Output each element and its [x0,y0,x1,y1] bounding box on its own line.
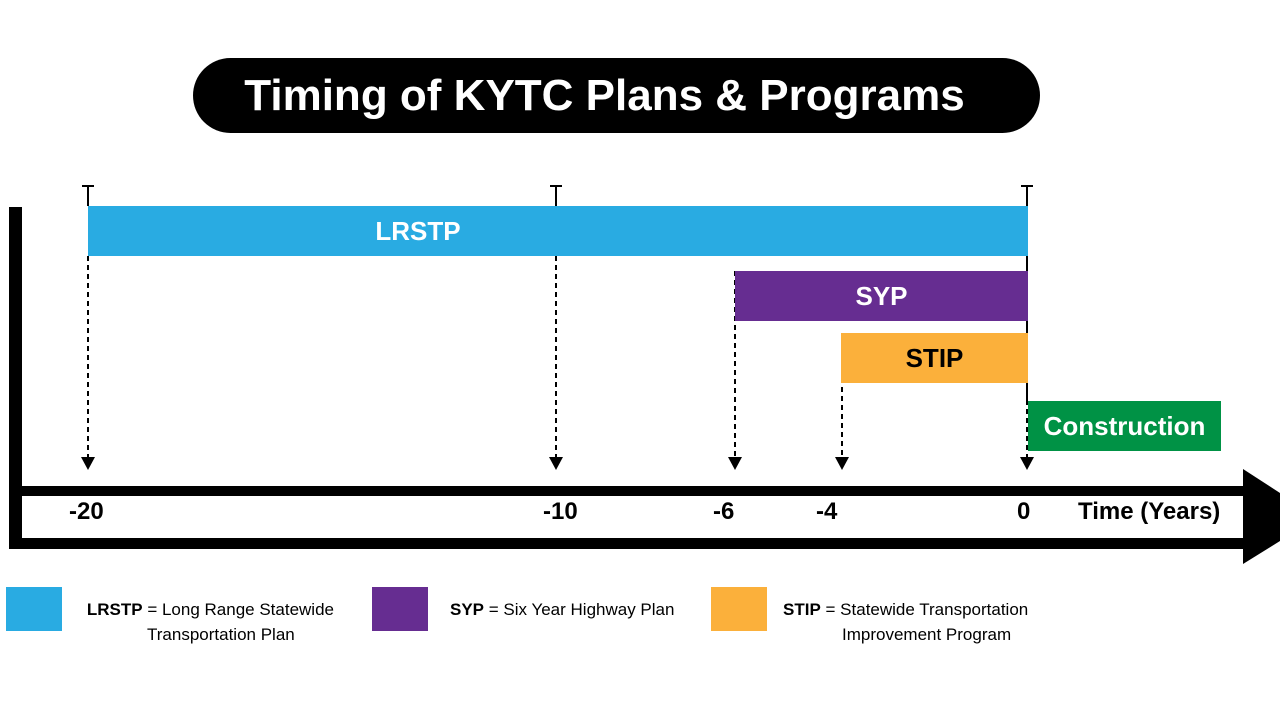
drop-line-neg10 [549,256,563,470]
legend-syp-desc1: Six Year Highway Plan [503,600,675,619]
legend-stip-desc1: Statewide Transportation [840,600,1029,619]
syp-bar-label: SYP [855,280,908,311]
legend-stip-abbr: STIP [783,600,821,619]
legend-item-stip: STIP = Statewide Transportation Improvem… [783,597,1028,647]
construction-bar-label: Construction [1043,410,1206,441]
horizontal-axis-top [9,486,1249,496]
drop-line-zero [1020,400,1034,470]
legend-lrstp-desc2: Transportation Plan [147,625,295,644]
stip-bar-label: STIP [905,342,964,373]
tick-label-neg20: -20 [69,498,104,525]
legend-syp-line1: SYP = Six Year Highway Plan [450,597,674,622]
tick-label-neg10: -10 [543,498,578,525]
axis-arrowhead [1243,469,1280,564]
legend-lrstp-desc1: Long Range Statewide [161,600,334,619]
drop-line-neg20 [81,256,95,470]
construction-bar: Construction [1028,401,1221,451]
legend-lrstp-abbr: LRSTP [86,600,143,619]
syp-bar: SYP [735,271,1028,321]
stip-bar: STIP [841,333,1028,383]
lrstp-bar: LRSTP [88,206,1028,256]
tick-label-neg4: -4 [816,498,838,525]
legend-syp-sep: = [484,600,504,619]
tick-label-neg6: -6 [713,498,735,525]
legend-swatch-stip [711,587,767,631]
legend-item-syp: SYP = Six Year Highway Plan [450,597,674,622]
legend-swatch-syp [372,587,428,631]
vertical-axis [9,207,22,549]
axis-title: Time (Years) [1078,498,1221,525]
legend-syp-abbr: SYP [450,600,485,619]
lrstp-bar-label: LRSTP [375,215,461,246]
legend-stip-sep: = [820,600,841,619]
legend-lrstp-line1: LRSTP = Long Range Statewide [72,597,334,622]
diagram-title: Timing of KYTC Plans & Programs [244,71,965,120]
legend-lrstp-sep: = [142,600,162,619]
legend-stip-desc2: Improvement Program [842,625,1012,644]
legend-item-lrstp: LRSTP = Long Range Statewide Transportat… [72,597,334,647]
legend-stip-line1: STIP = Statewide Transportation [783,597,1028,622]
tick-marker-neg20 [82,185,94,206]
legend-swatch-lrstp [6,587,62,631]
title-banner: Timing of KYTC Plans & Programs [193,58,1040,133]
horizontal-axis-bottom [9,538,1249,549]
tick-label-zero: 0 [1017,498,1031,525]
